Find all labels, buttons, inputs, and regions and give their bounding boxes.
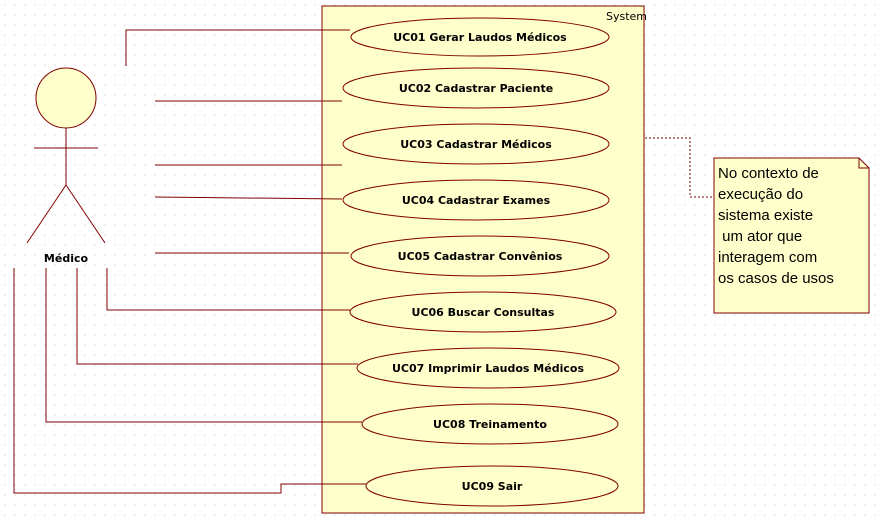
use-case-uc04[interactable]: UC04 Cadastrar Exames (342, 179, 610, 221)
use-case-label: UC02 Cadastrar Paciente (399, 82, 553, 95)
use-case-uc01[interactable]: UC01 Gerar Laudos Médicos (350, 17, 610, 57)
associations (13, 29, 366, 494)
note-anchor-line[interactable] (645, 137, 714, 198)
note-line-6: os casos de usos (718, 270, 834, 287)
use-case-label: UC01 Gerar Laudos Médicos (393, 31, 567, 44)
use-case-label: UC08 Treinamento (433, 418, 547, 431)
actor-right-leg (65, 184, 106, 244)
use-case-uc05[interactable]: UC05 Cadastrar Convênios (350, 235, 610, 277)
note[interactable]: No contexto de execução do sistema exist… (713, 157, 870, 314)
note-line-5: interagem com (718, 249, 817, 266)
note-line-4: um ator que (718, 228, 802, 245)
association-uc04[interactable] (154, 196, 343, 200)
note-line-3: sistema existe (718, 207, 813, 224)
association-uc07[interactable] (76, 268, 358, 365)
note-line-1: No contexto de (718, 165, 819, 182)
use-case-uc03[interactable]: UC03 Cadastrar Médicos (342, 123, 610, 165)
actor-left-leg (26, 184, 67, 244)
association-uc09[interactable] (13, 268, 366, 494)
association-uc01[interactable] (125, 29, 350, 66)
note-corner-fold (858, 158, 869, 169)
use-case-label: UC04 Cadastrar Exames (402, 194, 551, 207)
system-label: System (606, 10, 647, 23)
use-case-uc06[interactable]: UC06 Buscar Consultas (349, 291, 617, 333)
note-line-2: execução do (718, 186, 803, 203)
actor-medico[interactable] (26, 67, 106, 244)
use-case-label: UC06 Buscar Consultas (412, 306, 555, 319)
association-uc08[interactable] (45, 268, 362, 423)
association-uc06[interactable] (106, 268, 350, 311)
use-case-uc09[interactable]: UC09 Sair (365, 465, 619, 507)
note-shape (713, 157, 870, 314)
use-case-label: UC09 Sair (462, 480, 523, 493)
actor-head (35, 67, 97, 129)
use-case-uc08[interactable]: UC08 Treinamento (361, 403, 619, 445)
use-case-label: UC03 Cadastrar Médicos (400, 138, 552, 151)
use-case-label: UC07 Imprimir Laudos Médicos (392, 362, 584, 375)
actor-label: Médico (44, 252, 89, 265)
use-case-uc02[interactable]: UC02 Cadastrar Paciente (342, 67, 610, 109)
use-case-uc07[interactable]: UC07 Imprimir Laudos Médicos (356, 347, 620, 389)
use-case-label: UC05 Cadastrar Convênios (398, 250, 563, 263)
